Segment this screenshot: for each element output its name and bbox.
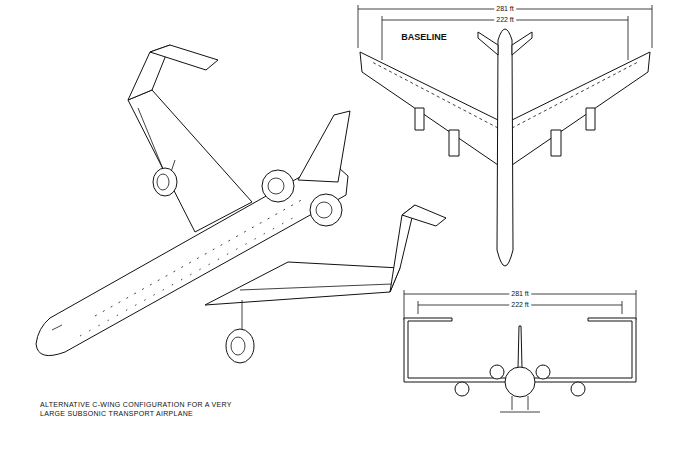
view-title: BASELINE (399, 33, 449, 43)
vertical-tail (298, 111, 350, 182)
dimension-tick (622, 301, 623, 314)
right-wing (512, 52, 650, 165)
fuselage (36, 160, 348, 356)
engine-pylon (242, 300, 243, 330)
flap-line (372, 62, 498, 128)
dimension-tick (628, 16, 629, 60)
dimension-label: 222 ft (494, 16, 516, 24)
dimension-label: 222 ft (509, 301, 531, 309)
engine-inlet (231, 337, 245, 355)
tail-engine (310, 194, 342, 226)
near-wing-flap-line (240, 284, 392, 290)
far-wing-engine (153, 168, 177, 196)
engine-pod (449, 130, 459, 156)
engine (455, 382, 469, 396)
fuselage (497, 29, 513, 266)
front-view (404, 290, 636, 412)
dimension-tick (382, 16, 383, 60)
near-wing-extension (402, 205, 446, 226)
far-wing (128, 90, 252, 232)
near-wing-engine (226, 329, 254, 363)
engine (571, 382, 585, 396)
horizontal-tail (512, 32, 532, 55)
engine-inlet (316, 202, 332, 218)
engine (490, 365, 504, 379)
ground-line (500, 412, 540, 413)
tail-engine (262, 170, 294, 202)
far-wing-extension (150, 45, 218, 70)
figure-caption: ALTERNATIVE C-WING CONFIGURATION FOR A V… (40, 400, 255, 419)
dimension-tick (358, 5, 359, 48)
perspective-view (36, 45, 446, 363)
landing-gear (512, 396, 513, 410)
engine-inlet (268, 178, 284, 194)
left-wing (360, 52, 498, 165)
dimension-tick (652, 5, 653, 48)
engine-pod (551, 130, 561, 156)
horizontal-tail (478, 32, 498, 55)
dimension-tick (636, 290, 637, 320)
engine-inlet (157, 174, 169, 190)
top-view (358, 5, 652, 266)
fuselage-section (505, 367, 535, 397)
dimension-label: 281 ft (509, 290, 531, 298)
engine-pod (586, 108, 595, 130)
dimension-tick (418, 301, 419, 314)
vertical-tail (518, 326, 522, 368)
dimension-label: 281 ft (494, 5, 516, 13)
near-wing (205, 262, 400, 305)
landing-gear (528, 396, 529, 410)
dimension-tick (404, 290, 405, 320)
engine-pod (415, 108, 424, 130)
cockpit-line (52, 325, 62, 330)
flap-line (512, 62, 638, 128)
engine (536, 365, 550, 379)
